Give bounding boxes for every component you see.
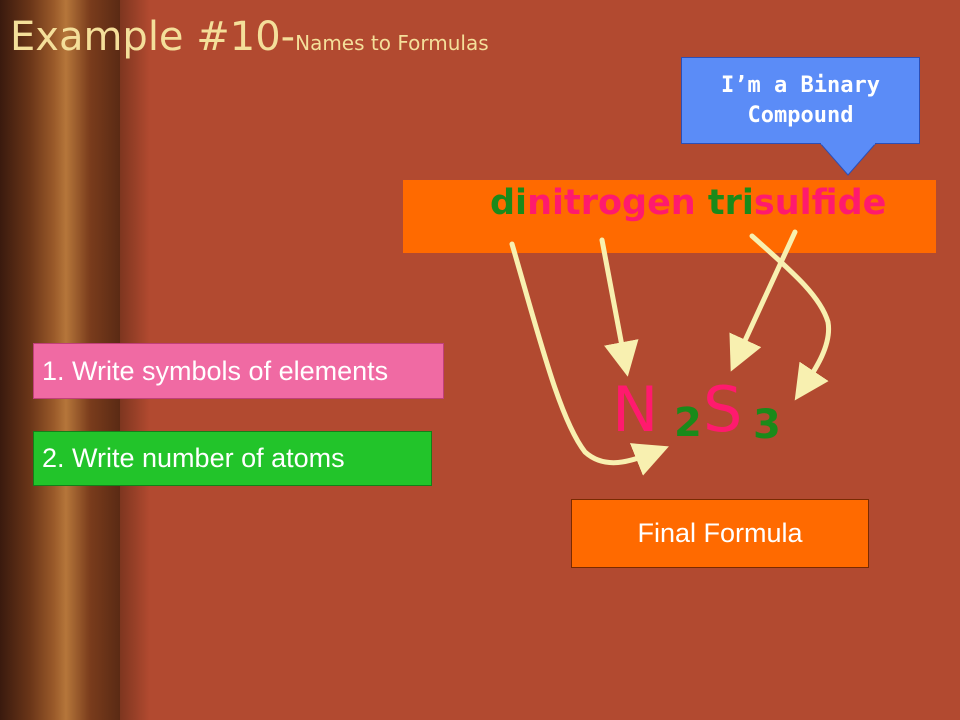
callout-line-2: Compound <box>747 102 854 128</box>
suffix-ide: ide <box>837 183 887 223</box>
arrow-di-to-subscript2 <box>509 241 669 476</box>
arrow-tri-to-subscript3 <box>749 233 832 401</box>
slide-title-main: Example #10- <box>10 14 296 60</box>
compound-name: dinitrogen trisulfide <box>490 183 886 223</box>
step-2-box: 2. Write number of atoms <box>33 431 432 486</box>
element-nitrogen: nitrogen <box>527 183 696 223</box>
slide-title: Example #10-Names to Formulas <box>10 14 489 60</box>
callout-line-1: I’m a Binary <box>721 72 880 98</box>
formula-subscript-2: 2 <box>674 400 702 446</box>
formula-symbol-s: S <box>703 373 743 446</box>
formula-subscript-3: 3 <box>753 402 781 448</box>
callout-tail <box>820 143 877 176</box>
binary-compound-callout: I’m a Binary Compound <box>681 57 920 144</box>
arrow-nitrogen-to-N <box>599 237 639 377</box>
compound-name-box <box>403 180 936 253</box>
final-formula-label: Final Formula <box>571 499 869 568</box>
prefix-di: di <box>490 183 528 223</box>
element-sulf: sulf <box>753 183 838 223</box>
arrow-sulf-to-S <box>729 229 798 372</box>
formula-symbol-n: N <box>612 373 659 446</box>
slide-title-subtitle: Names to Formulas <box>295 31 489 55</box>
step-1-box: 1. Write symbols of elements <box>33 343 444 399</box>
prefix-tri: tri <box>707 183 754 223</box>
